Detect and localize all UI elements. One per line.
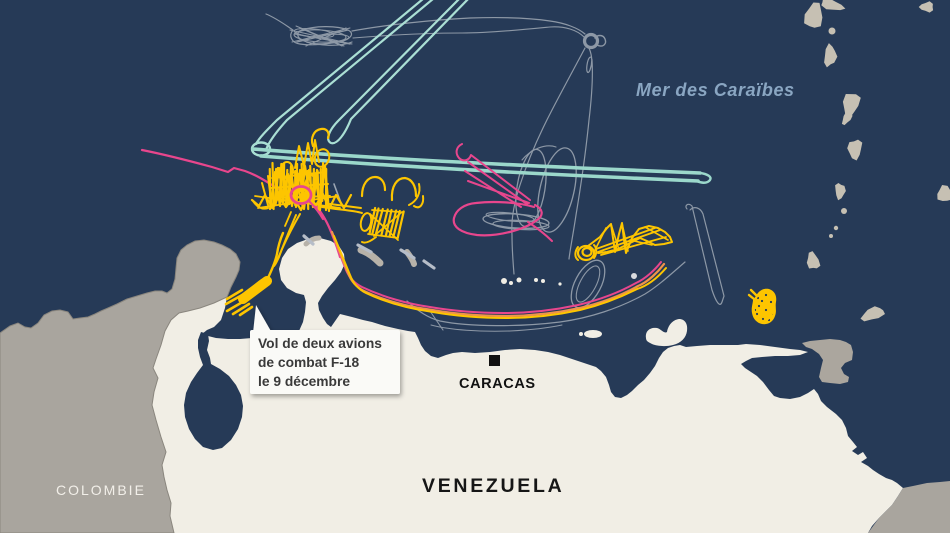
svg-text:de combat F-18: de combat F-18 <box>258 355 360 370</box>
svg-text:VENEZUELA: VENEZUELA <box>422 475 564 497</box>
svg-text:Mer des Caraïbes: Mer des Caraïbes <box>636 80 795 100</box>
svg-text:le 9 décembre: le 9 décembre <box>258 374 350 389</box>
svg-text:COLOMBIE: COLOMBIE <box>56 482 146 498</box>
svg-text:Vol de deux avions: Vol de deux avions <box>258 336 382 351</box>
svg-text:CARACAS: CARACAS <box>459 376 536 392</box>
